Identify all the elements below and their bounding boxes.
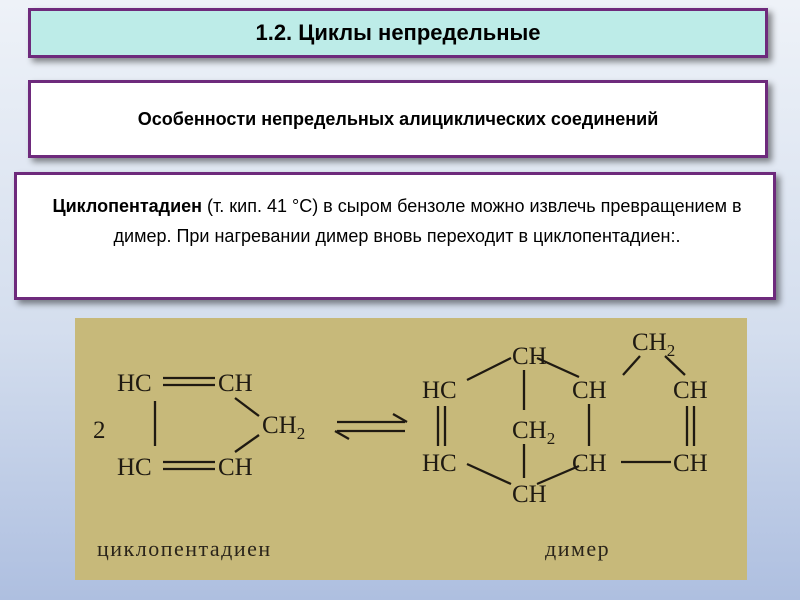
dimer-ch-bottom: CH xyxy=(512,481,547,508)
monomer-ch-top: CH xyxy=(218,370,253,397)
monomer-bond-upper-right xyxy=(234,397,260,417)
monomer-bond-lower-right xyxy=(234,434,260,453)
dimer-bond-ch-bottom-ch-lower xyxy=(536,464,580,486)
equilibrium-arrows xyxy=(334,413,408,440)
dimer-ch-lower-middle: CH xyxy=(572,450,607,477)
caption-dimer: димер xyxy=(545,536,610,561)
reaction-diagram: 2 HC CH HC CH CH2 CH CH2 HC CH CH CH2 HC… xyxy=(75,318,747,580)
dimer-ch-middle: CH xyxy=(572,377,607,404)
reaction-scheme-svg: 2 HC CH HC CH CH2 CH CH2 HC CH CH CH2 HC… xyxy=(93,329,708,561)
dimer-bond-hc-ch-bottom xyxy=(466,462,512,486)
dimer-hc-upper: HC xyxy=(422,377,457,404)
stoichiometric-coefficient: 2 xyxy=(93,417,106,444)
dimer-bonds xyxy=(436,355,696,486)
forward-arrow-head xyxy=(392,413,408,423)
slide-title-text: 1.2. Циклы непредельные xyxy=(255,20,541,45)
monomer-ch2: CH2 xyxy=(262,412,305,443)
slide-subtitle: Особенности непредельных алициклических … xyxy=(28,80,768,158)
slide-subtitle-text: Особенности непредельных алициклических … xyxy=(137,109,659,129)
dimer-ch-right-lower: CH xyxy=(673,450,708,477)
dimer-ch2-top: CH2 xyxy=(632,329,675,360)
dimer-bond-ch-top-ch-middle xyxy=(536,356,580,379)
body-text: (т. кип. 41 °С) в сыром бензоле можно из… xyxy=(113,196,742,246)
dimer-bond-ch2-ch-right xyxy=(664,355,686,376)
monomer-ch-bottom: CH xyxy=(218,454,253,481)
dimer-hc-lower: HC xyxy=(422,450,457,477)
body-bold-term: Циклопентадиен xyxy=(52,196,203,216)
dimer-ch-right-upper: CH xyxy=(673,377,708,404)
monomer-hc-bottom: HC xyxy=(117,454,152,481)
body-text-box: Циклопентадиен (т. кип. 41 °С) в сыром б… xyxy=(14,172,776,300)
dimer-bond-ch-middle-ch2 xyxy=(622,355,641,376)
dimer-ch-top: CH xyxy=(512,343,547,370)
dimer-bond-hc-ch-top xyxy=(466,356,512,382)
dimer-ch2-bridge: CH2 xyxy=(512,417,555,448)
monomer-hc-top: HC xyxy=(117,370,152,397)
slide-title: 1.2. Циклы непредельные xyxy=(28,8,768,58)
reverse-arrow-head xyxy=(334,430,350,440)
caption-monomer: циклопентадиен xyxy=(97,536,272,561)
